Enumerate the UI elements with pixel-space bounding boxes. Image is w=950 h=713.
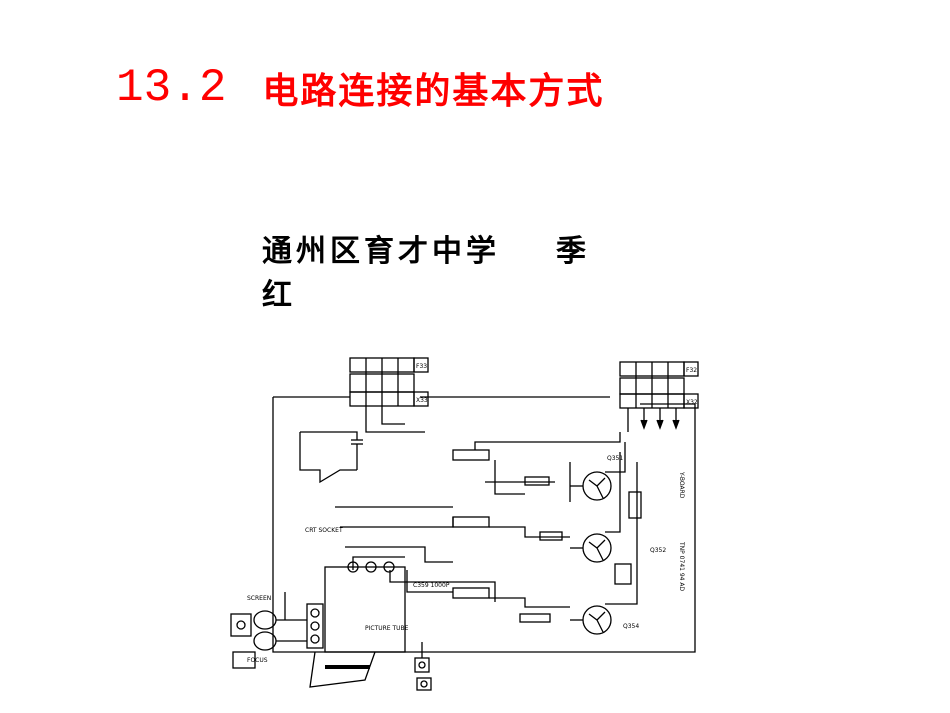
connector-x32-label: X32	[686, 399, 698, 406]
connector-x33-label: X33	[416, 397, 428, 404]
title-text: 电路连接的基本方式	[262, 71, 605, 112]
slide-title: 13.2 电路连接的基本方式	[116, 62, 604, 114]
author-name-part2: 红	[262, 278, 296, 313]
connector-f32-label: F32	[686, 367, 697, 374]
stage-q354: Q354	[452, 462, 639, 635]
board-part-number: TNP 0741 94 AD	[678, 541, 685, 592]
author-name-part1: 季	[556, 234, 590, 269]
title-number: 13.2	[116, 62, 227, 114]
stage-q351: Q351	[452, 432, 642, 519]
q352-label: Q352	[650, 547, 666, 554]
connector-f33-label: F33	[416, 363, 427, 370]
author-school: 通州区育才中学	[262, 234, 500, 269]
crt-socket: CRT SOCKET PICTURE TUBE C359 1000P	[305, 527, 450, 653]
crt-socket-label: CRT SOCKET	[305, 527, 343, 534]
capacitor-label: C359 1000P	[413, 582, 450, 589]
connector-x32: F32 X32	[619, 361, 699, 432]
board-label: Y-BOARD	[678, 471, 685, 499]
circuit-diagram: F33 X33 F32 X32 Q351	[225, 352, 725, 692]
focus-screen-block: SCREEN FOCUS	[230, 592, 324, 669]
author-block: 通州区育才中学 季 红	[262, 230, 632, 318]
q354-label: Q354	[623, 623, 639, 630]
screen-label: SCREEN	[247, 595, 271, 602]
picture-tube-label: PICTURE TUBE	[365, 625, 409, 632]
connector-x33: F33 X33	[349, 357, 429, 407]
q351-label: Q351	[607, 455, 623, 462]
focus-label: FOCUS	[247, 657, 268, 664]
